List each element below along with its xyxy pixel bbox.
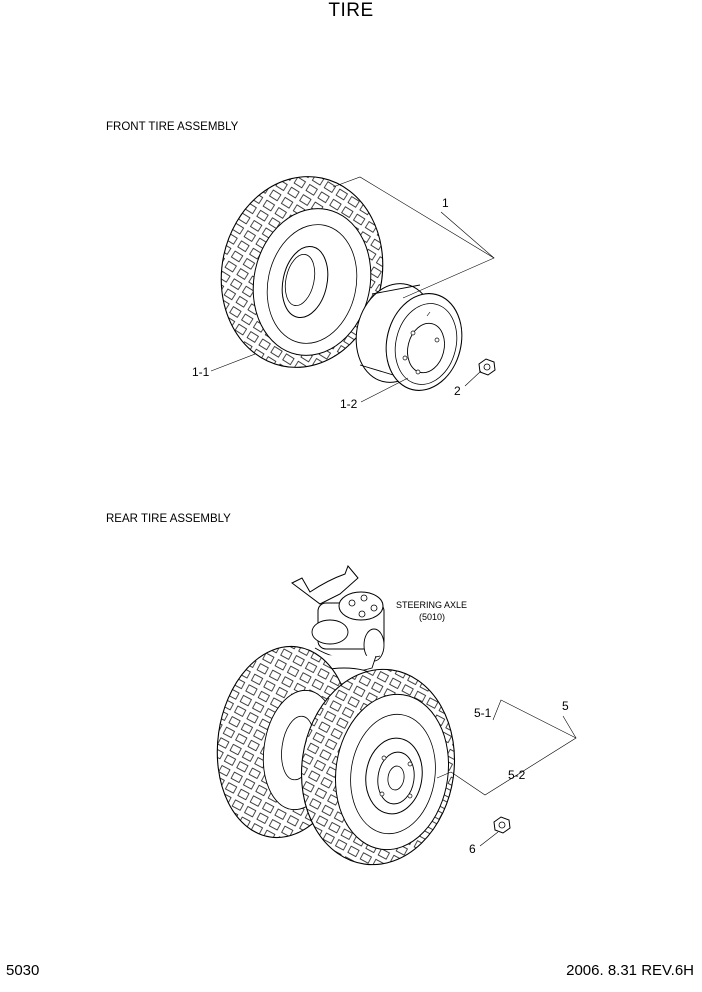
front-tire xyxy=(220,176,384,368)
rear-hub-nut xyxy=(493,816,511,834)
callout-5-2: 5-2 xyxy=(508,768,526,782)
callout-1: 1 xyxy=(442,196,449,210)
revision-label: 2006. 8.31 REV.6H xyxy=(566,962,694,979)
front-assembly-heading: FRONT TIRE ASSEMBLY xyxy=(106,121,239,133)
callout-5: 5 xyxy=(562,699,569,713)
front-leader-lines xyxy=(210,176,495,403)
callout-6: 6 xyxy=(469,842,476,856)
rear-rim xyxy=(365,737,423,815)
steering-axle-label: STEERING AXLE xyxy=(396,600,467,610)
page-title: TIRE xyxy=(328,0,374,21)
rear-assembly-heading: REAR TIRE ASSEMBLY xyxy=(106,513,231,525)
callout-1-1: 1-1 xyxy=(192,365,210,379)
callout-2: 2 xyxy=(454,384,461,398)
rear-leader-lines xyxy=(436,699,577,847)
callout-5-1: 5-1 xyxy=(474,706,492,720)
page-number: 5030 xyxy=(6,962,40,979)
steering-axle-code: (5010) xyxy=(419,612,445,622)
front-hub-nut xyxy=(478,358,496,376)
front-rim xyxy=(355,283,463,391)
callout-1-2: 1-2 xyxy=(340,397,358,411)
